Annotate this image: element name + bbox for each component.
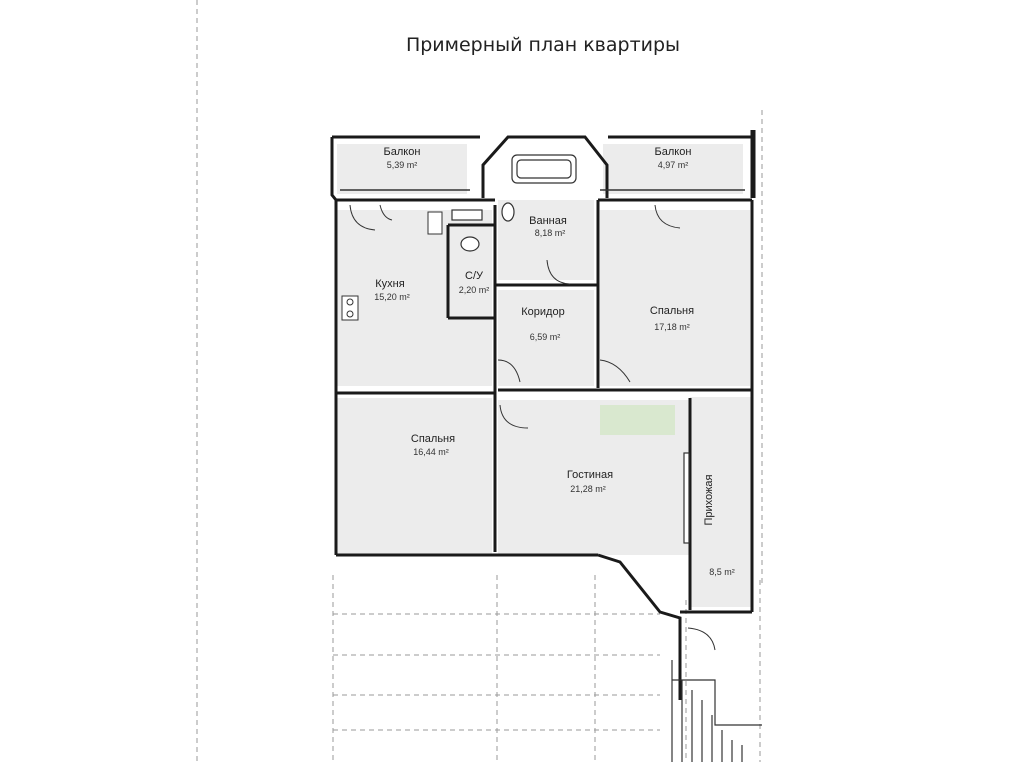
corridor-area: 6,59 m²	[530, 332, 561, 342]
hallway-area: 8,5 m²	[709, 567, 735, 577]
staircase	[671, 660, 762, 762]
sink-icon	[451, 209, 483, 221]
construction-grid	[196, 0, 763, 762]
kitchen-label: Кухня	[375, 278, 404, 290]
kitchen-sink-icon	[427, 211, 443, 235]
toilet-icon	[460, 236, 480, 252]
walls	[330, 130, 756, 700]
wc-area: 2,20 m²	[459, 285, 490, 295]
door-swings	[349, 204, 716, 651]
sanitary-fixtures	[451, 202, 515, 252]
page-title: Примерный план квартиры	[405, 34, 681, 56]
balcony-left-area: 5,39 m²	[387, 160, 418, 170]
toilet-icon	[501, 202, 515, 222]
bedroom-left-label: Спальня	[411, 433, 455, 445]
kitchen-area: 15,20 m²	[374, 292, 410, 302]
bathroom-label: Ванная	[529, 215, 567, 227]
stove-icon	[341, 295, 359, 321]
balcony-right-area: 4,97 m²	[658, 160, 689, 170]
wc-label: С/У	[465, 270, 484, 282]
bedroom-left-area: 16,44 m²	[413, 447, 449, 457]
hallway-wardrobe	[683, 452, 690, 544]
balcony-right-label: Балкон	[655, 146, 692, 158]
living-area: 21,28 m²	[570, 484, 606, 494]
living-label: Гостиная	[567, 469, 613, 481]
corridor-label: Коридор	[521, 306, 564, 318]
bathroom-area: 8,18 m²	[535, 228, 566, 238]
bedroom-right-label: Спальня	[650, 305, 694, 317]
bathtub-icon	[511, 154, 577, 184]
bedroom-right-area: 17,18 m²	[654, 322, 690, 332]
balcony-left-label: Балкон	[384, 146, 421, 158]
hallway-label: Прихожая	[703, 474, 715, 525]
